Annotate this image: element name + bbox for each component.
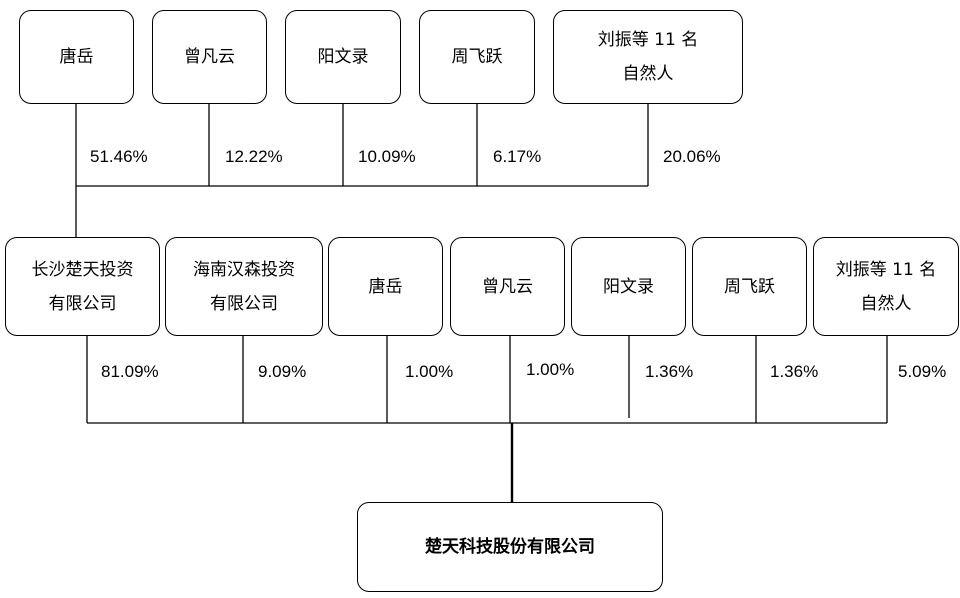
node-label: 周飞跃 — [451, 47, 503, 67]
node-label: 阳文录 — [603, 276, 654, 297]
mid-shareholder-zeng-fanyun: 曾凡云 — [450, 237, 565, 336]
node-label: 曾凡云 — [184, 47, 235, 67]
top-pct-2: 12.22% — [225, 147, 283, 166]
node-label: 刘振等 11 名 自然人 — [835, 259, 937, 314]
node-label: 长沙楚天投资 有限公司 — [31, 259, 134, 314]
node-label: 周飞跃 — [724, 276, 775, 297]
top-shareholder-zeng-fanyun: 曾凡云 — [152, 10, 267, 104]
mid-shareholder-liu-zhen-group: 刘振等 11 名 自然人 — [813, 237, 959, 336]
top-pct-5: 20.06% — [663, 147, 721, 166]
mid-pct-6: 1.36% — [770, 362, 819, 381]
mid-pct-4: 1.00% — [526, 360, 575, 379]
node-label: 曾凡云 — [482, 276, 533, 297]
company-chutian-technology: 楚天科技股份有限公司 — [357, 502, 663, 592]
node-label: 唐岳 — [59, 47, 94, 67]
top-pct-1: 51.46% — [90, 147, 148, 166]
node-label: 刘振等 11 名 自然人 — [597, 30, 699, 84]
mid-pct-1: 81.09% — [101, 362, 159, 381]
mid-shareholder-hainan-hansen: 海南汉森投资 有限公司 — [165, 237, 323, 336]
mid-shareholder-tang-yue: 唐岳 — [328, 237, 443, 336]
mid-shareholder-zhou-feiyue: 周飞跃 — [692, 237, 807, 336]
top-shareholder-yang-wenlu: 阳文录 — [285, 10, 401, 104]
top-pct-3: 10.09% — [358, 147, 416, 166]
top-pct-4: 6.17% — [493, 147, 542, 166]
mid-pct-7: 5.09% — [898, 362, 947, 381]
node-label: 唐岳 — [368, 276, 403, 297]
mid-pct-2: 9.09% — [258, 362, 307, 381]
node-label: 海南汉森投资 有限公司 — [193, 259, 295, 314]
node-label: 阳文录 — [317, 47, 369, 67]
top-shareholder-tang-yue: 唐岳 — [19, 10, 134, 104]
mid-shareholder-changsha-chutian: 长沙楚天投资 有限公司 — [5, 237, 160, 336]
top-shareholder-zhou-feiyue: 周飞跃 — [419, 10, 535, 104]
mid-pct-3: 1.00% — [405, 362, 454, 381]
mid-pct-5: 1.36% — [645, 362, 694, 381]
mid-shareholder-yang-wenlu: 阳文录 — [571, 237, 686, 336]
top-shareholder-liu-zhen-group: 刘振等 11 名 自然人 — [553, 10, 743, 104]
company-name: 楚天科技股份有限公司 — [425, 537, 595, 557]
